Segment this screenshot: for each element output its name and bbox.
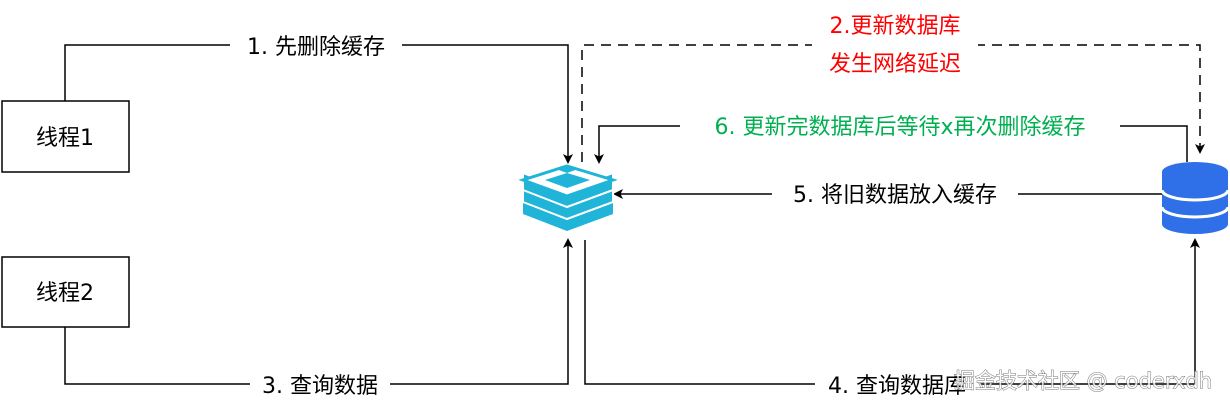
thread1-label: 线程1: [36, 126, 94, 151]
edge-step1: 1. 先删除缓存: [64, 30, 573, 164]
edge-step3: 3. 查询数据: [64, 238, 573, 400]
database-icon: [1160, 162, 1230, 234]
step5-label: 5. 将旧数据放入缓存: [793, 183, 997, 208]
step6-label: 6. 更新完数据库后等待x再次删除缓存: [714, 115, 1085, 140]
step4-label: 4. 查询数据库: [828, 374, 966, 399]
step3-label: 3. 查询数据: [262, 374, 378, 399]
redis-cache-icon: [518, 164, 618, 231]
step2-label-line2: 发生网络延迟: [829, 52, 961, 77]
step1-label: 1. 先删除缓存: [247, 35, 385, 60]
thread1-box: 线程1: [1, 100, 130, 173]
step2-label-line1: 2.更新数据库: [830, 14, 961, 39]
edge-step4: 4. 查询数据库: [584, 238, 1200, 400]
thread2-label: 线程2: [36, 281, 94, 306]
watermark-text: 掘金技术社区 @ coderxdh: [954, 369, 1212, 393]
edge-step2: 2.更新数据库 发生网络延迟: [581, 8, 1205, 162]
edge-step5: 5. 将旧数据放入缓存: [613, 178, 1162, 208]
thread2-box: 线程2: [1, 256, 130, 328]
edge-step6: 6. 更新完数据库后等待x再次删除缓存: [594, 110, 1188, 164]
